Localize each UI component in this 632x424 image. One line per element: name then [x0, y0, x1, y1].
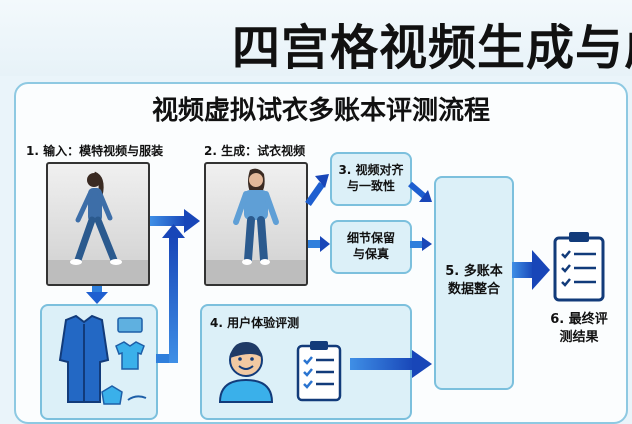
tryon-model-photo — [204, 162, 308, 286]
arrow-integrate-to-final — [512, 250, 550, 290]
page-title: 视频虚拟试衣多账本评测流程 — [151, 96, 490, 126]
arrow-generate-to-detail — [308, 236, 330, 252]
walking-model-photo — [46, 162, 150, 286]
checklist-icon — [296, 341, 342, 402]
align-line-1: 3. 视频对齐 — [338, 163, 404, 177]
arrow-clothing-to-generate — [156, 224, 185, 363]
detail-line-1: 细节保留 — [346, 231, 395, 245]
detail-line-2: 与保真 — [352, 247, 389, 261]
flow-panel: 视频虚拟试衣多账本评测流程 1. 输入：模特视频与服装 2. 生成：试衣视频 — [14, 82, 628, 424]
clothing-items-box — [40, 304, 158, 420]
banner-title: 四宫格视频生成与虚 — [232, 20, 632, 76]
align-consistency-box: 3. 视频对齐 与一致性 — [330, 152, 412, 206]
data-integration-box: 5. 多账本 数据整合 — [434, 176, 514, 390]
final-line-1: 6. 最终评 — [550, 312, 608, 327]
arrow-detail-to-integrate — [410, 237, 432, 251]
arrow-user-eval-to-integrate — [350, 350, 432, 378]
align-line-2: 与一致性 — [346, 179, 395, 193]
arrow-down-to-clothing — [86, 286, 108, 304]
clipboard-result-icon — [553, 232, 605, 302]
user-avatar-icon — [218, 342, 274, 403]
final-line-2: 测结果 — [559, 330, 599, 345]
flow-arrows — [86, 174, 550, 378]
step-4-label: 4. 用户体验评测 — [210, 316, 300, 330]
step-1-label: 1. 输入：模特视频与服装 — [26, 144, 164, 158]
step-2-label: 2. 生成：试衣视频 — [204, 144, 306, 158]
top-banner: 四宫格视频生成与虚 — [0, 0, 632, 76]
detail-fidelity-box: 细节保留 与保真 — [330, 220, 412, 274]
clothing-items-icon — [58, 314, 147, 405]
integrate-line-2: 数据整合 — [447, 282, 500, 297]
arrow-input-to-generate — [150, 209, 200, 233]
integrate-line-1: 5. 多账本 — [445, 264, 503, 279]
arrow-align-to-integrate — [408, 181, 432, 202]
arrow-generate-to-align — [305, 174, 329, 207]
